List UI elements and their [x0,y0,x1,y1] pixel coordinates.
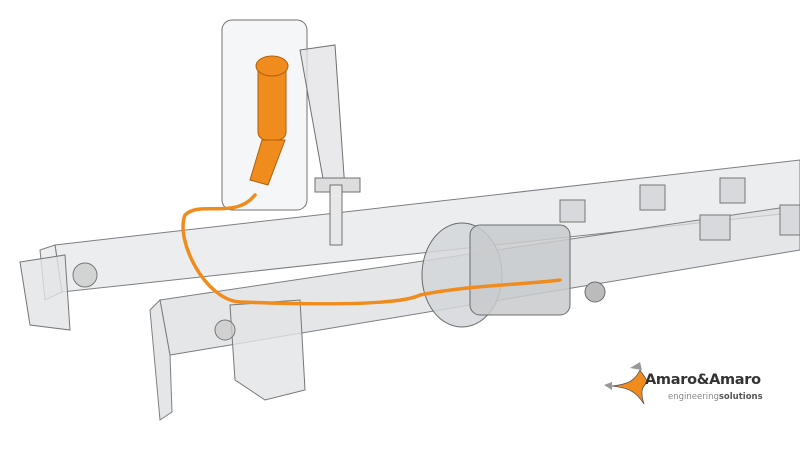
tagline-light: engineering [668,392,719,402]
front-bracket [19,254,306,401]
pedal-box [221,19,361,246]
transmission [421,222,606,328]
tagline-bold: solutions [718,392,763,402]
crossmember-brackets [559,177,800,241]
clutch-master-cylinder [249,55,289,186]
clutch-hose [181,193,562,306]
company-tagline: engineeringsolutions [668,392,763,402]
company-name: Amaro&Amaro [645,372,761,388]
amaro-logo-mark [604,362,649,405]
